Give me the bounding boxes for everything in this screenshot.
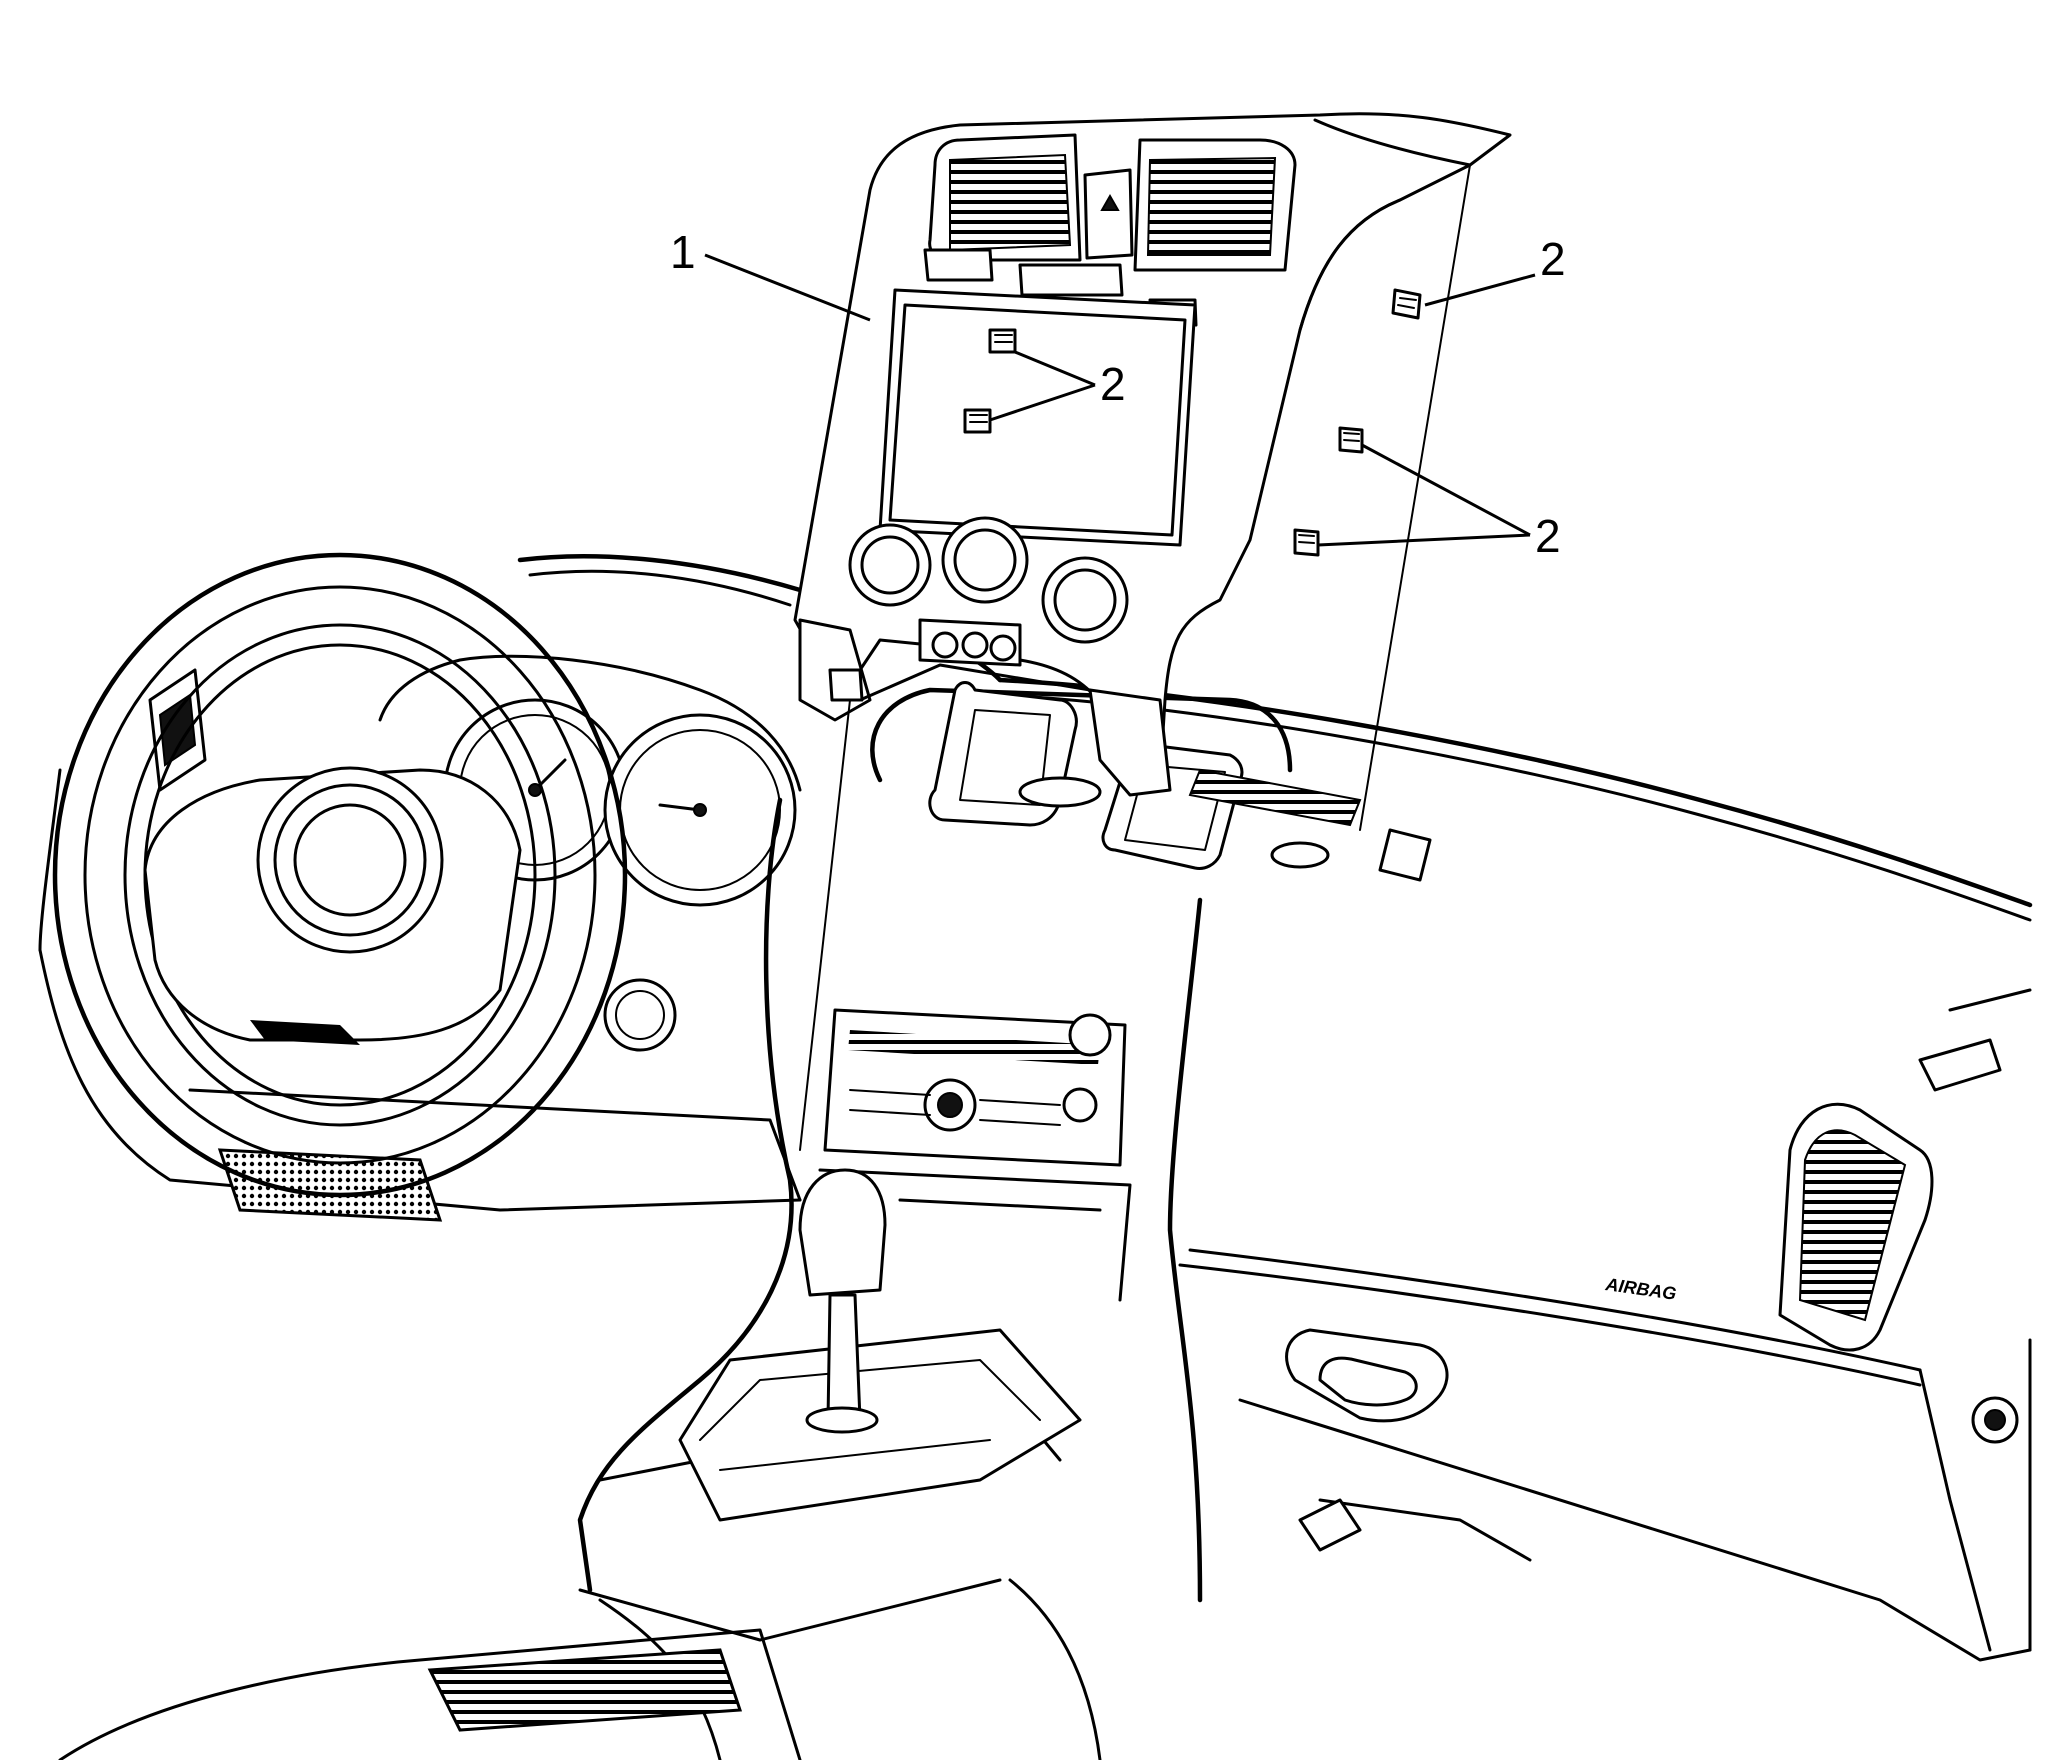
alignment-lines xyxy=(799,164,1471,1151)
callout-label-2b: 2 xyxy=(1100,358,1126,410)
callout-label-2c: 2 xyxy=(1535,510,1561,562)
callout-1: 1 xyxy=(670,226,871,322)
callout-2-inner: 2 xyxy=(989,350,1126,422)
airbag-label: AIRBAG xyxy=(1603,1274,1677,1304)
clip-right-lower xyxy=(1293,528,1320,557)
clip-inner-lower xyxy=(963,408,992,434)
leader-line-2a xyxy=(1424,273,1536,307)
callout-label-2a: 2 xyxy=(1540,233,1566,285)
leader-line-2b xyxy=(1014,350,1096,387)
center-console xyxy=(58,797,1203,1760)
glovebox: AIRBAG xyxy=(1285,988,2032,1562)
upper-dash xyxy=(1018,768,1432,882)
clip-right-middle xyxy=(1338,426,1364,454)
callout-2-top-right: 2 xyxy=(1424,233,1566,307)
leader-line-2c xyxy=(989,383,1096,422)
steering-wheel xyxy=(52,552,628,1198)
leader-line-2e xyxy=(1317,533,1531,547)
clip-inner-upper xyxy=(988,328,1017,354)
center-bezel xyxy=(793,112,1512,797)
callout-2-right-pair: 2 xyxy=(1317,443,1561,562)
retaining-clips xyxy=(963,288,1422,557)
clip-right-top xyxy=(1391,288,1422,320)
leader-line-2d xyxy=(1361,443,1531,537)
leader-line-1 xyxy=(704,253,871,322)
callout-label-1: 1 xyxy=(670,226,696,278)
